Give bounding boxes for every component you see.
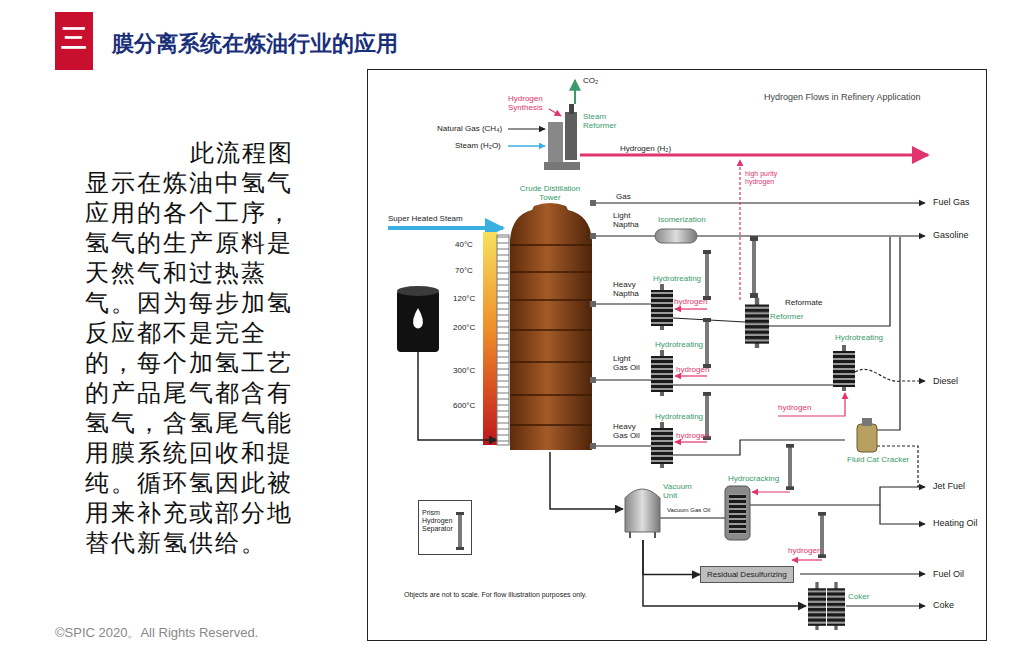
diagram-label: Heating Oil <box>933 518 978 528</box>
diagram-label: Reformer <box>770 312 803 321</box>
diagram-label: 120°C <box>453 294 475 303</box>
diagram-label: Super Heated Steam <box>388 214 463 223</box>
diagram-label: Vacuum Gas Oil <box>667 507 710 514</box>
diagram-label: Hydrotreating <box>653 274 701 283</box>
diagram-label: Hydrotreating <box>655 412 703 421</box>
diagram-label: Natural Gas (CH₄) <box>437 124 502 133</box>
diagram-label: 200°C <box>453 323 475 332</box>
distillation-tower: Crude Distillation Tower <box>505 184 595 452</box>
diagram-label: Coke <box>933 600 954 610</box>
legend-box: Prism Hydrogen Separator <box>418 500 472 555</box>
node-label: 三 <box>55 24 93 54</box>
diagram-label: Fuel Oil <box>933 569 964 579</box>
diagram-label: 600°C <box>453 401 475 410</box>
diagram-label: hydrogen <box>788 546 821 555</box>
diagram-label: Isomerization <box>658 215 706 224</box>
diagram-label: CO₂ <box>583 76 598 85</box>
diagram-label: 300°C <box>453 366 475 375</box>
diagram-label: Fuel Gas <box>933 197 970 207</box>
flow-line <box>643 540 806 606</box>
process-box: Residual Desulfurizing <box>700 566 794 583</box>
cat-cracker: Fluid Cat Cracker <box>845 424 915 472</box>
diagram-label: Hydrotreating <box>655 340 703 349</box>
node-label: Vacuum Unit <box>663 482 697 500</box>
diagram-label: 40°C <box>455 240 473 249</box>
diagram-label: Jet Fuel <box>933 481 965 491</box>
diagram-label: Steam Reformer <box>583 112 629 130</box>
node-label: Residual Desulfurizing <box>701 567 793 582</box>
node-label: Crude Distillation Tower <box>515 184 585 202</box>
node-label: Prism Hydrogen Separator <box>422 509 456 533</box>
diagram-label: hydrogen <box>674 297 707 306</box>
footer-note: ©SPIC 2020。All Rights Reserved. <box>55 626 258 641</box>
section-badge: 三 <box>55 12 93 70</box>
diagram-label: Light Naptha <box>613 211 645 229</box>
figure-frame: Hydrogen Flows in Refinery ApplicationCr… <box>367 69 987 641</box>
node-label: Fluid Cat Cracker <box>847 455 909 464</box>
node-label: Coker <box>848 592 869 601</box>
diagram-label: Hydrocracking <box>728 474 779 483</box>
diagram-label: Reformate <box>785 298 822 307</box>
diagram-label: Gas <box>616 192 631 201</box>
slide-title: 膜分离系统在炼油行业的应用 <box>112 31 398 56</box>
body-text: 此流程图显示在炼油中氢气应用的各个工序，氢气的生产原料是天然气和过热蒸气。因为每… <box>85 138 295 558</box>
diagram-label: Heavy Naptha <box>613 280 645 298</box>
diagram-label: Heavy Gas Oil <box>613 422 645 440</box>
diagram-label: hydrogen <box>778 403 811 412</box>
diagram-label: Hydrogen Synthesis <box>508 94 550 112</box>
diagram-label: hydrogen <box>676 365 709 374</box>
diagram-label: Gasoline <box>933 230 969 240</box>
diagram-label: Objects are not to scale. For flow illus… <box>404 591 587 599</box>
diagram-label: Steam (H₂O) <box>455 141 501 150</box>
flow-line <box>550 452 623 509</box>
diagram-label: Hydrotreating <box>835 333 883 342</box>
diagram-label: 70°C <box>455 266 473 275</box>
diagram-label: Diesel <box>933 376 958 386</box>
diagram-label: hydrogen <box>676 431 709 440</box>
diagram-label: Hydrogen (H₂) <box>620 144 671 153</box>
diagram-label: Light Gas Oil <box>613 354 645 372</box>
coker-unit: Coker <box>806 580 876 632</box>
diagram-label: high purity hydrogen <box>745 170 781 186</box>
flow-line <box>643 540 700 575</box>
node-label: Hydrogen Flows in Refinery Application <box>764 92 921 102</box>
